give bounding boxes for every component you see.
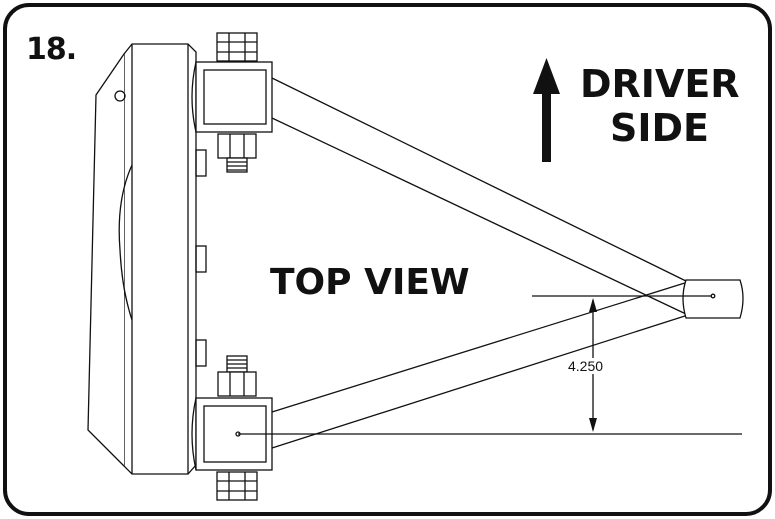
- lower-bolt-head: [216, 471, 258, 501]
- arrow-up-icon: [533, 58, 560, 162]
- dimension-arrow-top: [589, 298, 597, 312]
- ball-joint-sleeve: [682, 279, 744, 319]
- step-number: 18.: [26, 32, 77, 67]
- suspension-assembly: [87, 32, 744, 501]
- lower-arm-top-edge: [271, 281, 689, 413]
- upper-nut: [217, 133, 257, 159]
- view-label: TOP VIEW: [270, 262, 470, 303]
- driver-side-label-line1: DRIVER: [580, 62, 740, 106]
- upper-arm-bottom-edge: [271, 117, 689, 316]
- dimension-arrow-bottom: [589, 418, 597, 432]
- upper-arm-top-edge: [271, 77, 689, 283]
- upper-bushing: [195, 61, 273, 133]
- plate-hole: [114, 90, 126, 102]
- driver-side-label-line2: SIDE: [610, 106, 710, 150]
- spindle-plate: [123, 43, 197, 475]
- lower-arm-bottom-edge: [271, 314, 689, 449]
- spindle-plate-face: [87, 53, 125, 467]
- lower-nut: [217, 371, 257, 397]
- upper-bolt-head: [216, 32, 258, 62]
- dimension-value: 4.250: [567, 358, 605, 374]
